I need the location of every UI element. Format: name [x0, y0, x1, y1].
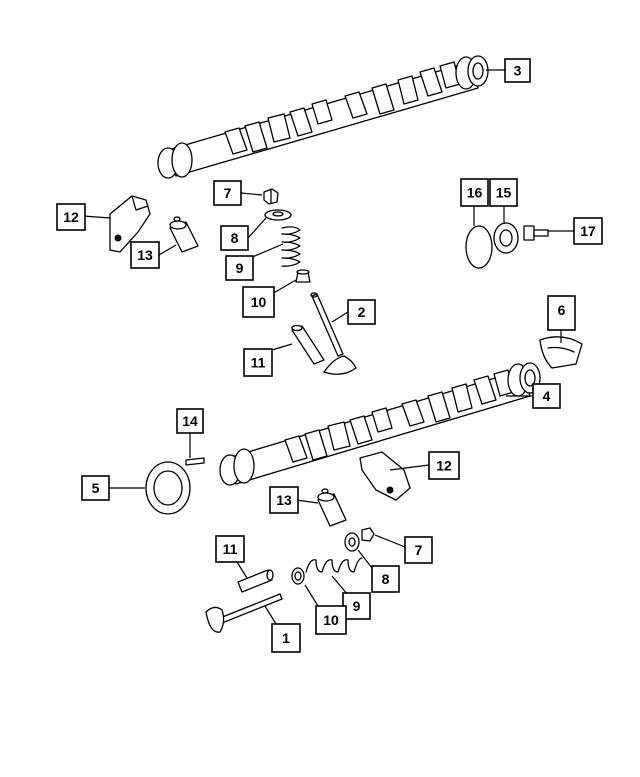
lash-adjuster-upper — [169, 216, 199, 253]
rocker-arm-lower — [359, 451, 411, 501]
leader-lines — [82, 69, 574, 625]
valve-retainer-lower — [344, 532, 360, 552]
callout-8-upper: 8 — [220, 225, 249, 251]
callout-3: 3 — [504, 58, 531, 83]
callout-8-lower: 8 — [371, 565, 400, 593]
valve-lower — [205, 593, 283, 633]
svg-text:15: 15 — [496, 185, 512, 201]
callout-9-lower: 9 — [342, 592, 371, 620]
svg-text:11: 11 — [223, 541, 238, 557]
svg-text:7: 7 — [224, 185, 232, 201]
valve-retainer-upper — [264, 209, 292, 221]
svg-text:8: 8 — [231, 230, 239, 246]
valve-keeper-lower — [361, 527, 375, 542]
callout-13-upper: 13 — [130, 241, 160, 269]
callout-6: 6 — [547, 295, 576, 331]
rocker-arm-upper — [109, 195, 151, 253]
target-wheel — [493, 222, 519, 254]
svg-text:16: 16 — [467, 185, 483, 201]
callout-11-upper: 11 — [243, 348, 273, 377]
callout-11-lower: 11 — [215, 535, 245, 563]
svg-text:11: 11 — [251, 355, 266, 371]
camshaft-seal — [145, 461, 191, 515]
svg-text:2: 2 — [358, 304, 366, 320]
dowel-pin — [185, 457, 205, 466]
callout-12-upper: 12 — [56, 203, 86, 231]
svg-text:8: 8 — [382, 571, 390, 587]
lower-camshaft — [219, 362, 541, 486]
callout-4: 4 — [532, 383, 561, 409]
callout-12-lower: 12 — [428, 451, 460, 480]
valve-spring-lower — [305, 557, 363, 573]
callout-9-upper: 9 — [225, 255, 254, 281]
svg-text:4: 4 — [543, 388, 551, 404]
upper-camshaft — [157, 55, 489, 179]
svg-text:3: 3 — [514, 63, 522, 79]
callout-5: 5 — [81, 475, 110, 501]
valve-seal-upper — [295, 269, 311, 283]
callout-15: 15 — [489, 178, 518, 207]
valve-guide-lower — [237, 569, 274, 593]
svg-text:12: 12 — [436, 458, 452, 474]
callout-2: 2 — [347, 299, 376, 325]
callout-14: 14 — [176, 408, 204, 434]
svg-text:7: 7 — [415, 542, 423, 558]
callout-7-upper: 7 — [213, 180, 242, 206]
target-wheel-bolt — [523, 225, 549, 241]
valve-guide-upper — [291, 324, 325, 365]
valve-spring-upper — [281, 226, 301, 267]
svg-text:12: 12 — [63, 209, 79, 225]
callout-16: 16 — [460, 178, 489, 207]
svg-text:9: 9 — [236, 260, 244, 276]
svg-text:5: 5 — [92, 480, 100, 496]
callout-17: 17 — [573, 217, 603, 245]
callout-10-upper: 10 — [242, 286, 275, 318]
lash-adjuster-lower — [317, 488, 347, 527]
svg-text:13: 13 — [276, 492, 292, 508]
svg-text:10: 10 — [323, 612, 339, 628]
svg-text:14: 14 — [182, 413, 198, 429]
valve-upper — [310, 292, 357, 375]
svg-text:1: 1 — [282, 630, 290, 646]
svg-text:9: 9 — [353, 598, 361, 614]
callout-10-lower: 10 — [315, 605, 347, 635]
valve-seal-lower — [291, 567, 305, 585]
callout-13-lower: 13 — [269, 486, 299, 514]
valve-keeper-upper — [263, 188, 279, 205]
svg-text:10: 10 — [251, 294, 267, 310]
o-ring — [465, 225, 493, 269]
callout-1: 1 — [271, 623, 301, 653]
svg-text:17: 17 — [580, 223, 596, 239]
callout-7-lower: 7 — [404, 536, 433, 564]
svg-text:13: 13 — [137, 247, 153, 263]
camshaft-cap — [539, 336, 583, 369]
svg-text:6: 6 — [558, 302, 566, 318]
